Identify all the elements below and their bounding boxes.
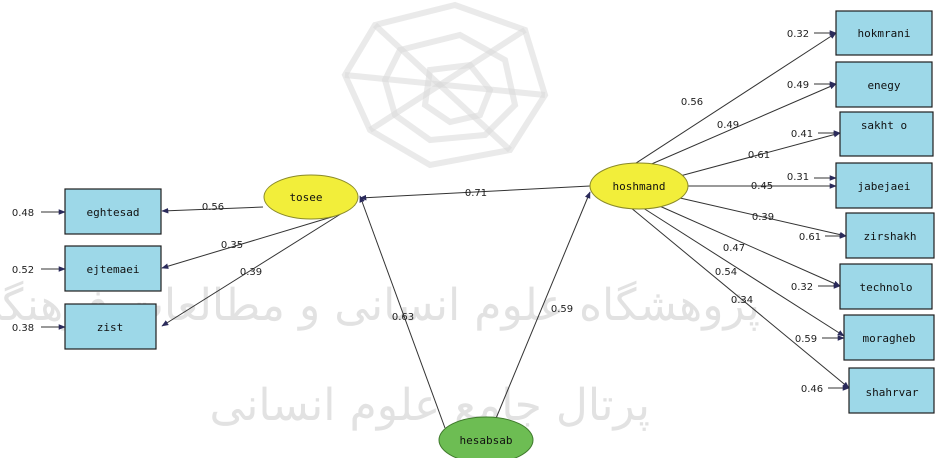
- indicator-box-technolo: [839, 263, 933, 310]
- path-hesabsab-hoshmand: [491, 191, 591, 429]
- indicator-label-jabejaei: jabejaei: [858, 180, 911, 193]
- watermark-line2: پرتال جامع علوم انسانی: [209, 380, 650, 431]
- coef-hesabsab-tosee: 0.63: [392, 312, 414, 323]
- error-ejtemaei: 0.52: [12, 265, 34, 276]
- edge-tosee-ejtemaei: [161, 215, 336, 269]
- indicator-box-eghtesad: [64, 188, 162, 235]
- indicator-box-enegy: [835, 61, 933, 108]
- latent-label-tosee: tosee: [289, 191, 322, 204]
- loading-zist: 0.39: [240, 267, 262, 278]
- edge-tosee-zist: [161, 204, 356, 327]
- latent-label-hoshmand: hoshmand: [613, 180, 666, 193]
- error-shahrvar: 0.46: [801, 384, 823, 395]
- path-hoshmand-tosee: [359, 185, 591, 201]
- indicator-label-hokmrani: hokmrani: [858, 27, 911, 40]
- error-sakht: 0.41: [791, 129, 813, 140]
- loading-sakht: 0.61: [748, 150, 770, 161]
- error-eghtesad: 0.48: [12, 208, 34, 219]
- indicator-box-shahrvar: [848, 367, 935, 414]
- loading-jabejaei: 0.45: [751, 181, 773, 192]
- indicator-label-moragheb: moragheb: [863, 332, 916, 345]
- latent-hoshmand: [589, 162, 689, 210]
- loading-shahrvar: 0.34: [731, 295, 753, 306]
- edge-hoshmand-moragheb: [639, 205, 845, 337]
- edge-hoshmand-shahrvar: [629, 206, 850, 389]
- edge-tosee-eghtesad: [161, 206, 264, 214]
- loading-moragheb: 0.54: [715, 267, 737, 278]
- indicator-box-zist: [64, 303, 157, 350]
- error-technolo: 0.32: [791, 282, 813, 293]
- indicator-label-ejtemaei: ejtemaei: [87, 263, 140, 276]
- latent-hesabsab: [438, 416, 534, 458]
- indicator-label-technolo: technolo: [860, 281, 913, 294]
- edge-hoshmand-hokmrani: [629, 32, 837, 168]
- indicator-box-jabejaei: [835, 162, 933, 209]
- edge-hoshmand-zirshakh: [679, 197, 847, 238]
- indicator-label-sakht: sakht o: [861, 119, 907, 132]
- watermark-logo: [341, 1, 549, 169]
- loading-technolo: 0.47: [723, 243, 745, 254]
- indicator-label-eghtesad: eghtesad: [87, 206, 140, 219]
- indicator-label-enegy: enegy: [867, 79, 900, 92]
- coef-hoshmand-tosee: 0.71: [465, 188, 487, 199]
- edge-hoshmand-sakht: [679, 131, 841, 177]
- loading-zirshakh: 0.39: [752, 212, 774, 223]
- loading-hokmrani: 0.56: [681, 97, 703, 108]
- indicator-box-moragheb: [843, 314, 935, 361]
- indicator-box-hokmrani: [835, 10, 933, 56]
- edge-hoshmand-technolo: [654, 203, 841, 287]
- indicator-box-ejtemaei: [64, 245, 162, 292]
- error-hokmrani: 0.32: [787, 29, 809, 40]
- error-zist: 0.38: [12, 323, 34, 334]
- indicator-label-zirshakh: zirshakh: [864, 230, 917, 243]
- latent-label-hesabsab: hesabsab: [460, 434, 513, 447]
- loading-ejtemaei: 0.35: [221, 240, 243, 251]
- indicator-label-zist: zist: [97, 321, 124, 334]
- error-jabejaei: 0.31: [787, 172, 809, 183]
- path-hesabsab-tosee: [359, 195, 446, 429]
- loading-enegy: 0.49: [717, 120, 739, 131]
- indicator-label-shahrvar: shahrvar: [866, 386, 919, 399]
- loading-eghtesad: 0.56: [202, 202, 224, 213]
- coef-hesabsab-hoshmand: 0.59: [551, 304, 573, 315]
- error-moragheb: 0.59: [795, 334, 817, 345]
- indicator-box-zirshakh: [845, 212, 935, 259]
- latent-tosee: [263, 174, 359, 220]
- edge-hoshmand-enegy: [639, 83, 837, 170]
- error-zirshakh: 0.61: [799, 232, 821, 243]
- indicator-box-sakht: [839, 111, 934, 157]
- error-enegy: 0.49: [787, 80, 809, 91]
